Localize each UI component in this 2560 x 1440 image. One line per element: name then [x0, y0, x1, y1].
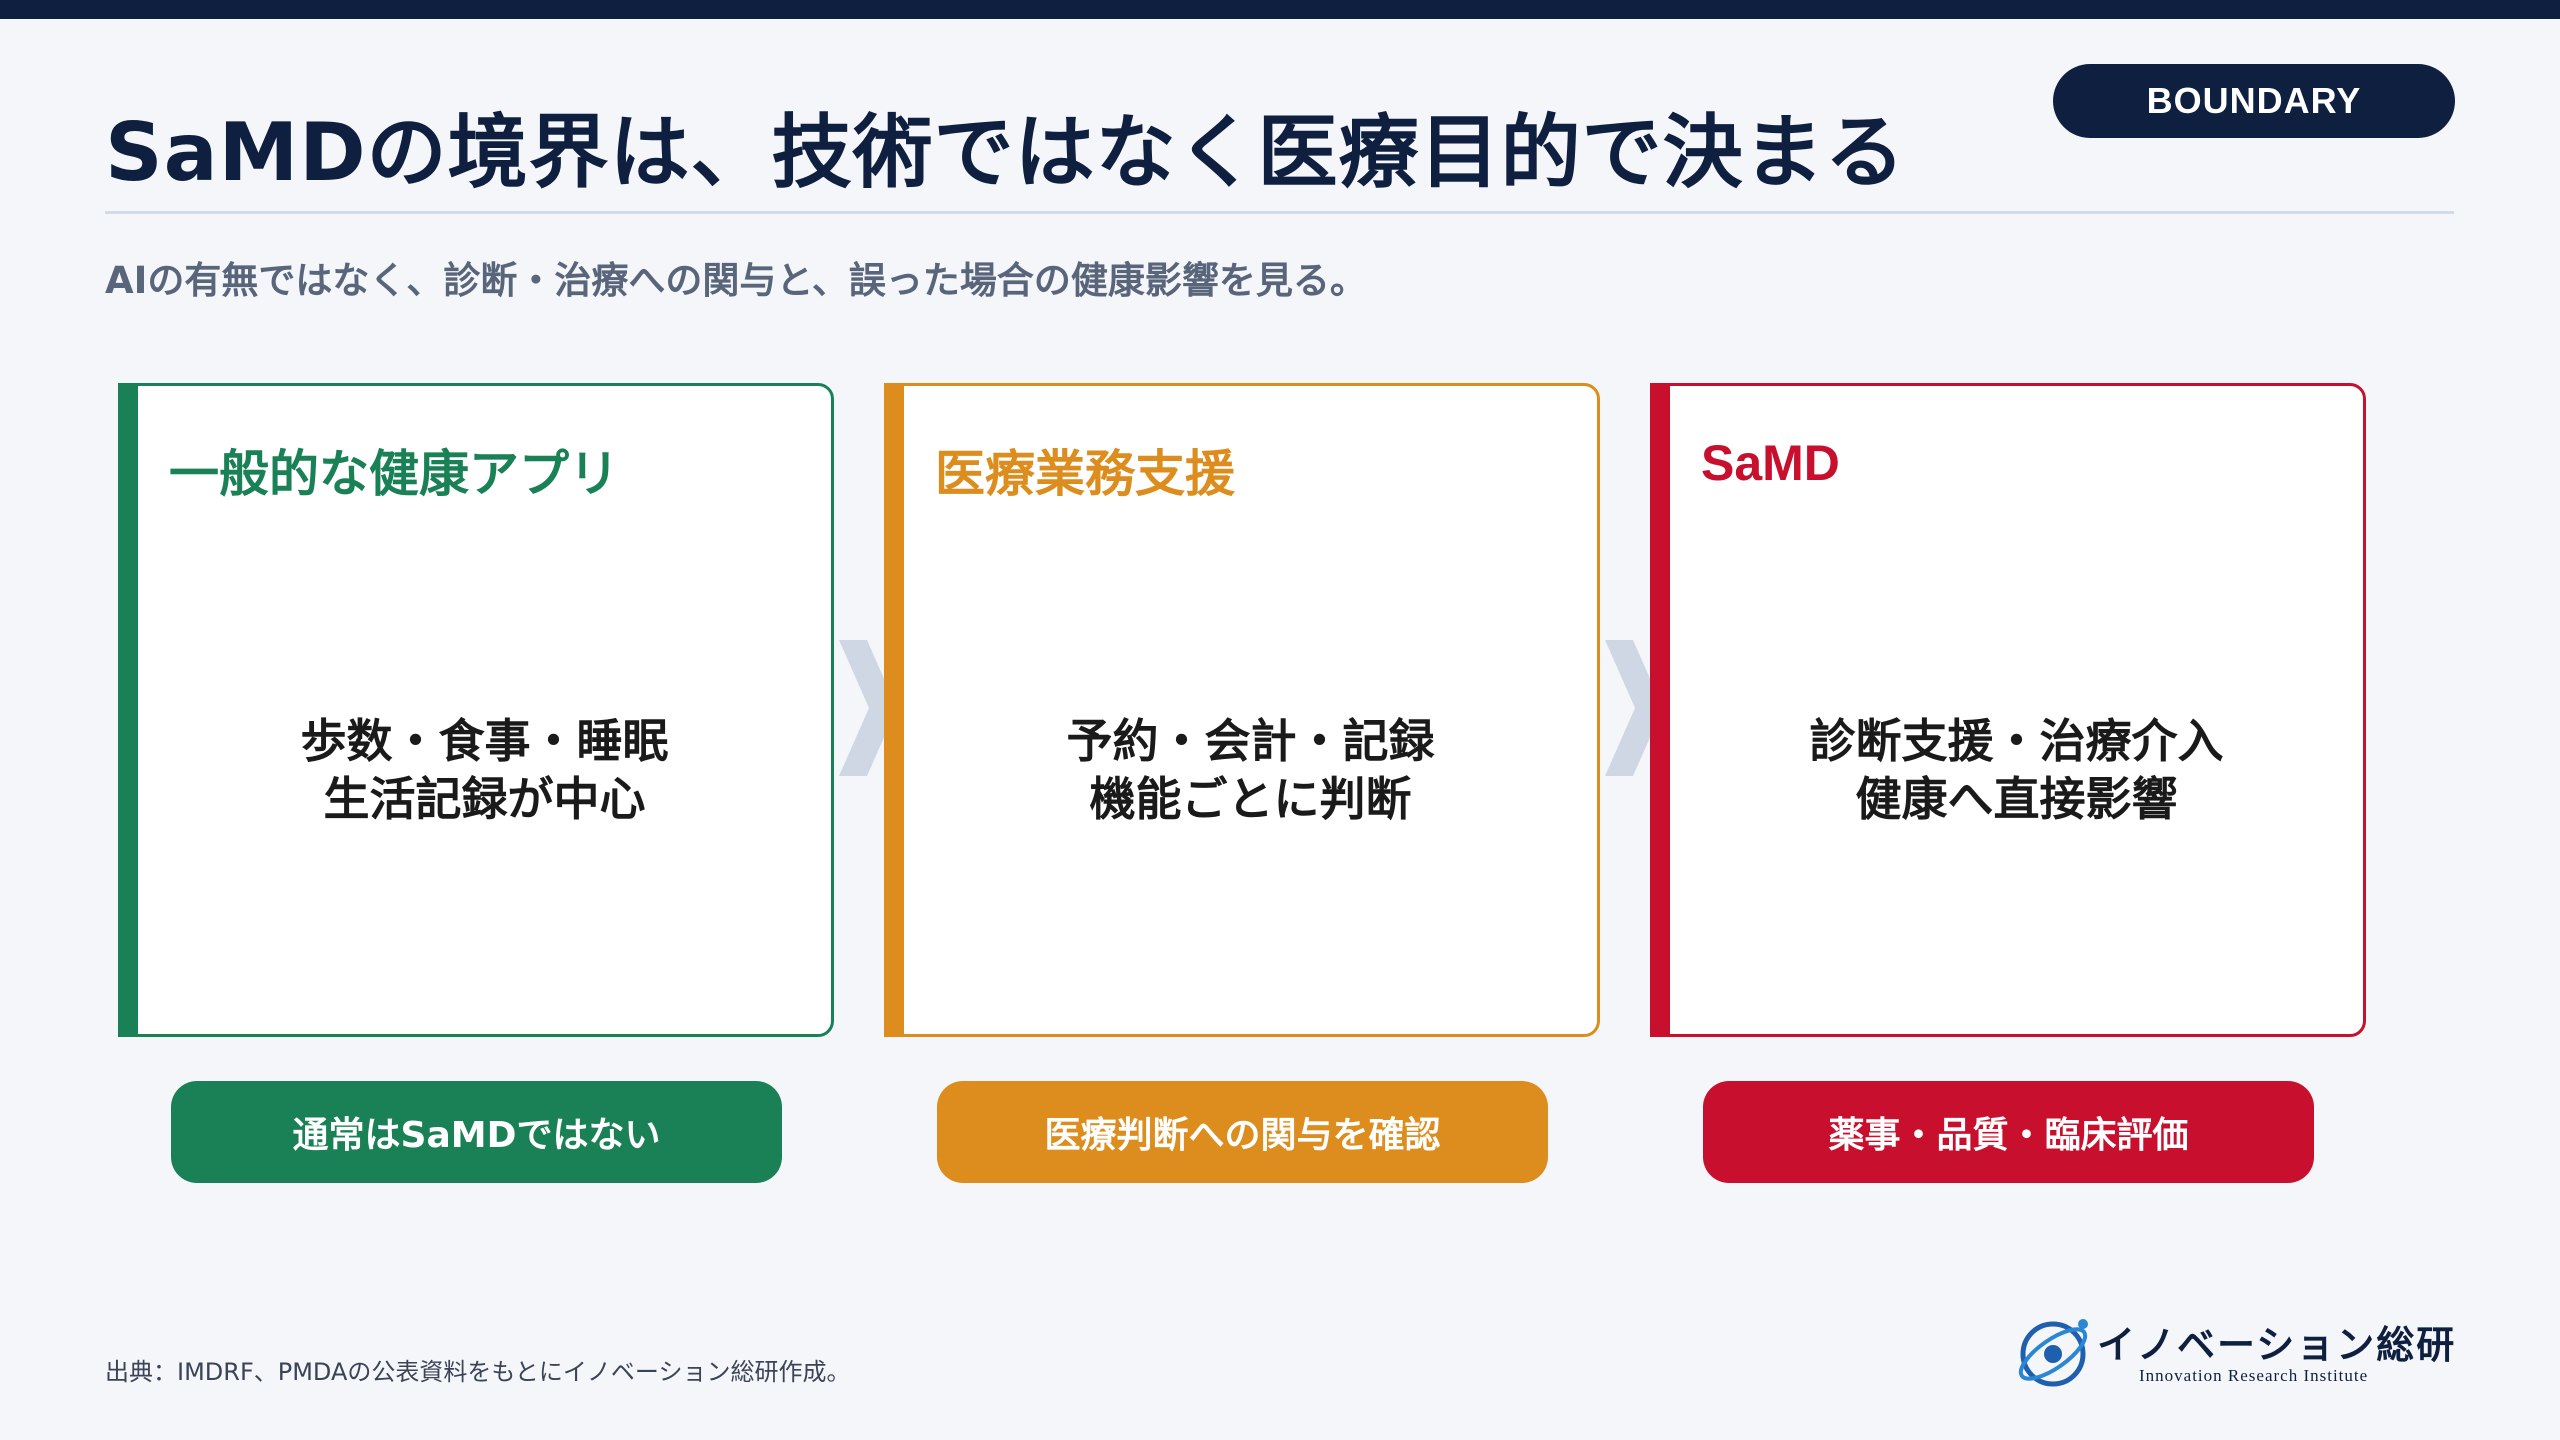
card-description: 歩数・食事・睡眠 生活記録が中心	[138, 712, 831, 828]
header-divider	[105, 211, 2454, 214]
card-medical-operations-support: 医療業務支援 予約・会計・記録 機能ごとに判断	[884, 383, 1600, 1037]
card-description-line: 生活記録が中心	[323, 772, 646, 826]
card-description-line: 健康へ直接影響	[1855, 772, 2178, 826]
card-accent-bar	[884, 383, 904, 1037]
card-description: 診断支援・治療介入 健康へ直接影響	[1670, 712, 2363, 828]
card-description-line: 診断支援・治療介入	[1809, 714, 2224, 768]
verdict-pill-check-involvement: 医療判断への関与を確認	[937, 1081, 1548, 1183]
card-accent-bar	[1650, 383, 1670, 1037]
source-note: 出典：IMDRF、PMDAの公表資料をもとにイノベーション総研作成。	[105, 1358, 851, 1386]
top-accent-bar	[0, 0, 2560, 19]
page-subtitle: AIの有無ではなく、診断・治療への関与と、誤った場合の健康影響を見る。	[105, 259, 1367, 302]
card-title: 一般的な健康アプリ	[169, 445, 619, 503]
verdict-pill-regulatory-evaluation: 薬事・品質・臨床評価	[1703, 1081, 2314, 1183]
card-title: SaMD	[1701, 435, 1840, 491]
card-accent-bar	[118, 383, 138, 1037]
atom-logo-icon	[2018, 1319, 2088, 1387]
logo-subtitle: Innovation Research Institute	[2139, 1366, 2369, 1385]
verdict-pill-not-samd: 通常はSaMDではない	[171, 1081, 782, 1183]
logo-name: イノベーション総研	[2097, 1322, 2457, 1367]
page-title: SaMDの境界は、技術ではなく医療目的で決まる	[105, 106, 1906, 199]
boundary-badge: BOUNDARY	[2053, 64, 2455, 138]
card-description-line: 歩数・食事・睡眠	[300, 714, 669, 768]
card-description-line: 予約・会計・記録	[1066, 714, 1435, 768]
card-description: 予約・会計・記録 機能ごとに判断	[904, 712, 1597, 828]
card-description-line: 機能ごとに判断	[1089, 772, 1412, 826]
company-logo: イノベーション総研 Innovation Research Institute	[2013, 1308, 2454, 1396]
card-title: 医療業務支援	[935, 445, 1235, 503]
card-samd: SaMD 診断支援・治療介入 健康へ直接影響	[1650, 383, 2366, 1037]
card-general-health-app: 一般的な健康アプリ 歩数・食事・睡眠 生活記録が中心	[118, 383, 834, 1037]
